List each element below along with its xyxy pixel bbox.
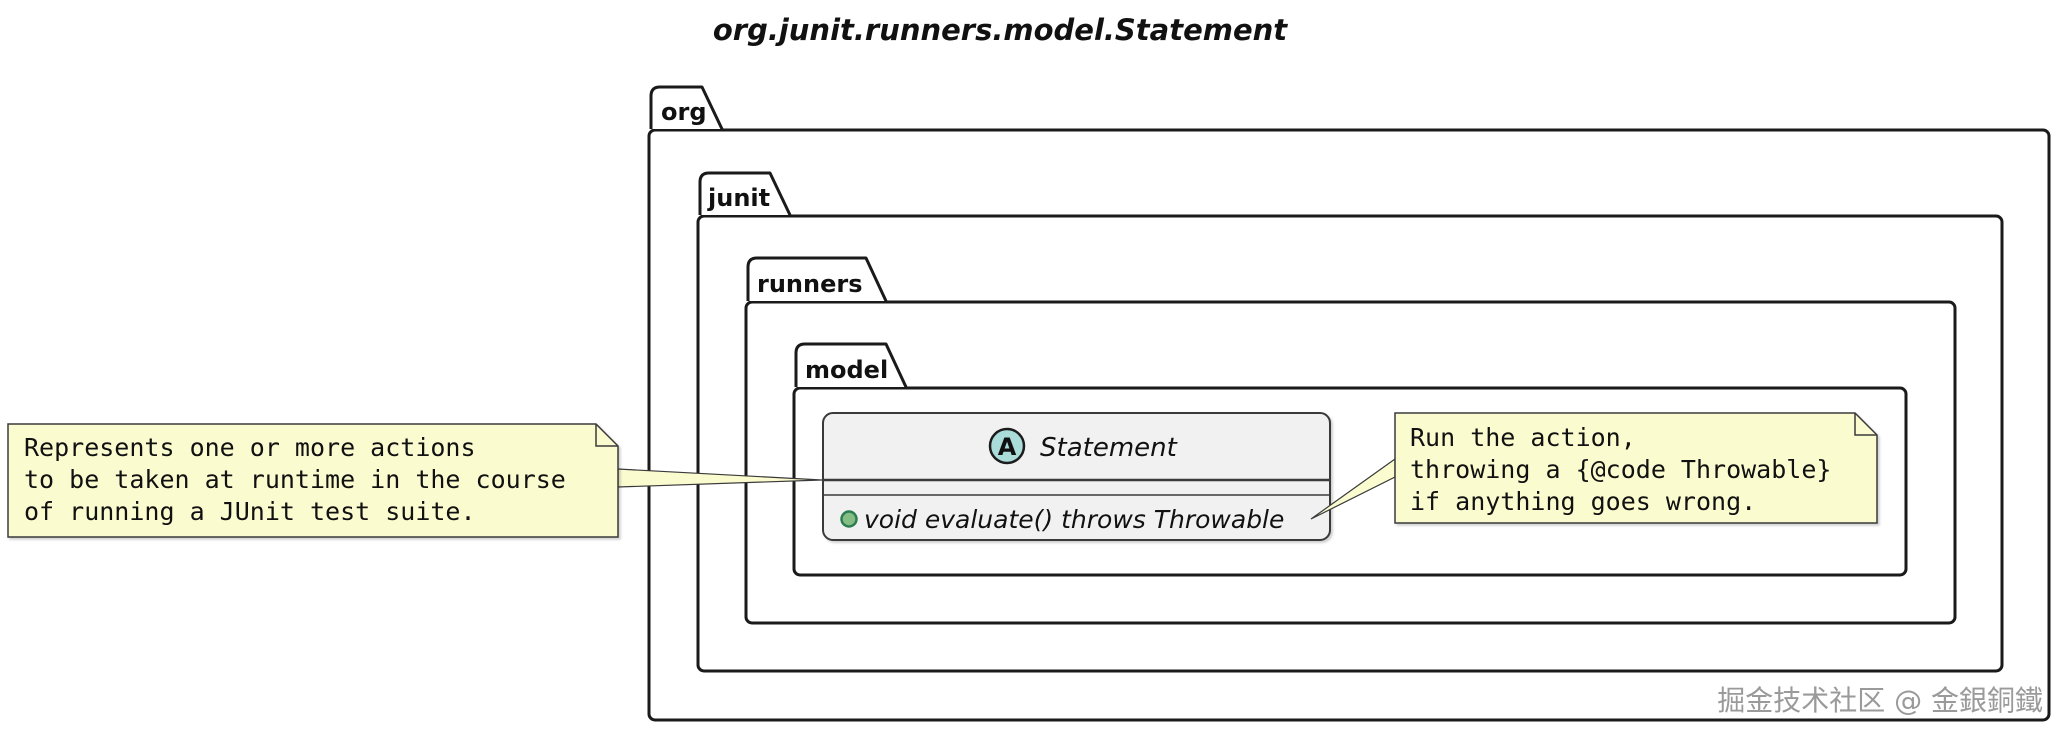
package-junit-label: junit <box>707 184 770 212</box>
note-right-shape <box>1394 412 1878 524</box>
note-right: Run the action, throwing a {@code Throwa… <box>1394 412 1878 524</box>
public-method-icon <box>840 510 858 528</box>
note-left-line-2: to be taken at runtime in the course <box>24 465 566 494</box>
note-fold-corner-icon <box>595 424 618 447</box>
watermark-shadow-text: 掘金技术社区 @ 金銀銅鐵 <box>1719 686 2045 719</box>
package-model-label: model <box>805 356 888 384</box>
class-box <box>822 412 1331 541</box>
note-fold-corner-icon <box>1854 413 1877 436</box>
abstract-class-icon <box>988 427 1026 465</box>
class-statement: A Statement void evaluate() throws Throw… <box>822 412 1331 541</box>
package-runners-label: runners <box>757 270 863 298</box>
watermark: 掘金技术社区 @ 金銀銅鐵 掘金技术社区 @ 金銀銅鐵 <box>1717 684 2045 719</box>
watermark-text: 掘金技术社区 @ 金銀銅鐵 <box>1717 684 2043 717</box>
package-org-tab <box>649 85 724 130</box>
note-right-line-2: throwing a {@code Throwable} <box>1410 455 1831 484</box>
abstract-class-icon-letter: A <box>998 433 1017 461</box>
class-name: Statement <box>1040 433 1178 463</box>
method-signature: void evaluate() throws Throwable <box>864 505 1284 534</box>
note-left: Represents one or more actions to be tak… <box>7 423 619 538</box>
note-left-line-1: Represents one or more actions <box>24 433 476 462</box>
note-left-shape <box>7 423 619 538</box>
note-left-line-3: of running a JUnit test suite. <box>24 497 476 526</box>
package-junit-tab <box>698 171 792 216</box>
diagram-title: org.junit.runners.model.Statement <box>713 13 1288 47</box>
package-runners-tab <box>746 256 888 302</box>
package-org-label: org <box>661 98 707 126</box>
package-model-tab <box>794 342 908 388</box>
note-right-line-3: if anything goes wrong. <box>1410 487 1756 516</box>
note-right-line-1: Run the action, <box>1410 423 1636 452</box>
